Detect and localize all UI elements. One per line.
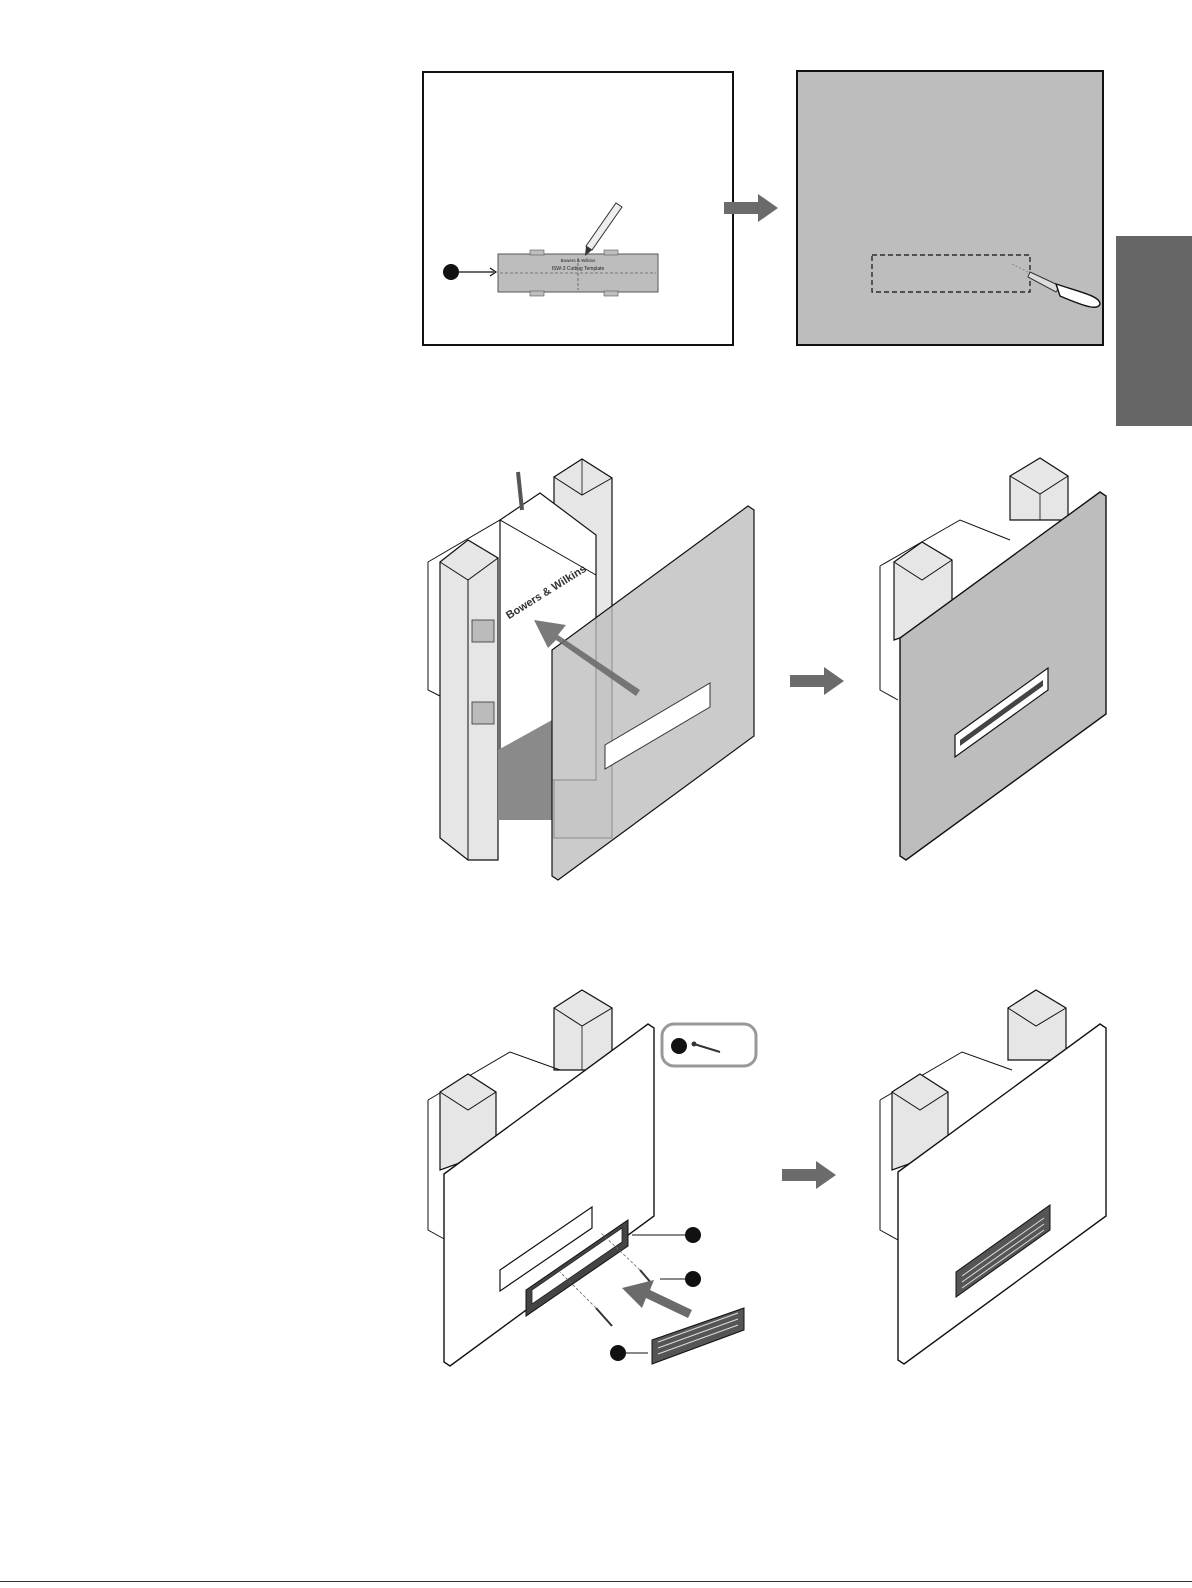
callout-dot-icon — [443, 264, 459, 280]
callout-dot-icon — [685, 1271, 701, 1287]
step-cut-opening — [797, 71, 1103, 345]
cutting-template: Bowers & Wilkins ISW-3 Cutting Template — [498, 250, 658, 296]
template-brand: Bowers & Wilkins — [561, 258, 597, 263]
footer-rule — [0, 1581, 1192, 1582]
parts-box — [662, 1024, 756, 1066]
step-drywall-fitted — [880, 458, 1106, 860]
arrow-right-icon — [790, 667, 844, 695]
callout-dot-icon — [671, 1038, 687, 1054]
callout-dot-icon — [685, 1227, 701, 1243]
arrow-right-icon — [782, 1161, 836, 1189]
callout-dot-icon — [610, 1345, 626, 1361]
grille — [652, 1308, 744, 1364]
step-fit-drywall: Bowers & Wilkins — [428, 459, 754, 880]
step-mark-template: Bowers & Wilkins ISW-3 Cutting Template — [423, 72, 733, 345]
step-grille-fitted — [880, 990, 1106, 1364]
template-title: ISW-3 Cutting Template — [552, 266, 605, 272]
